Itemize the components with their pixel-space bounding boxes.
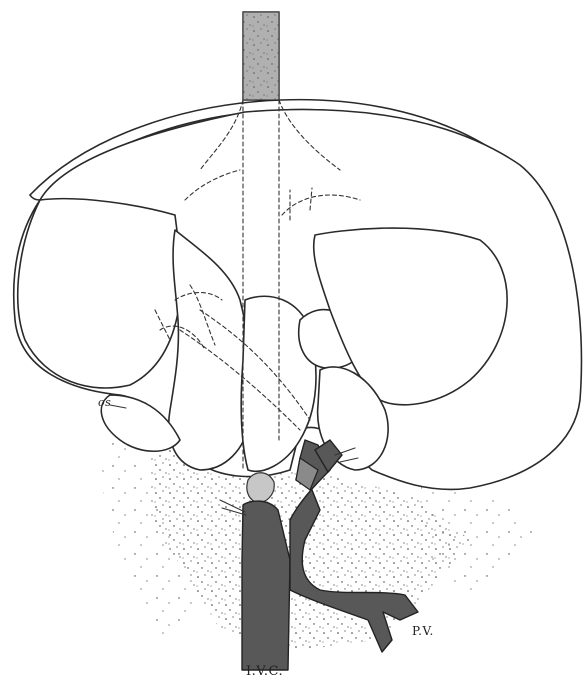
label-os: os — [98, 396, 111, 409]
upper-vein-segment — [243, 12, 279, 100]
label-ivc: I.V.C. — [246, 664, 283, 679]
left-lobe — [18, 199, 181, 388]
label-pv: P.V. — [412, 624, 434, 638]
